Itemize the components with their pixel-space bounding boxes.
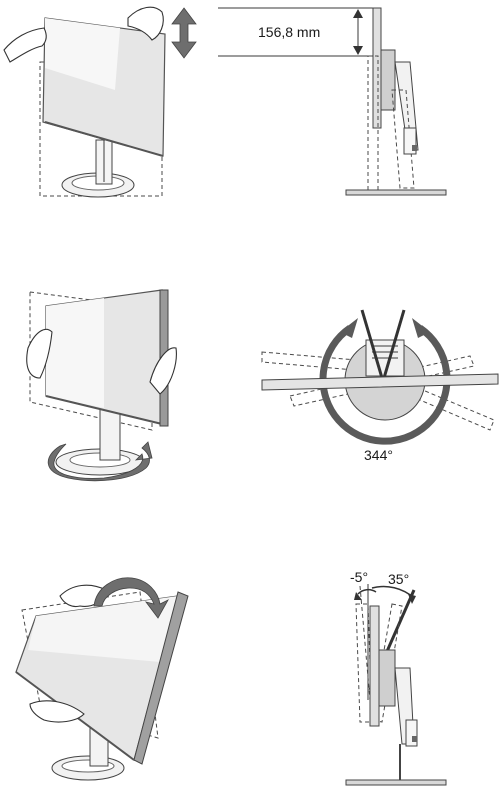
swivel-arrow-icon (47, 441, 153, 482)
swivel-angle-label: 344° (364, 447, 393, 463)
tilt-front-view (15, 577, 189, 781)
height-adjust-side-view: 156,8 mm (218, 7, 447, 196)
up-down-arrow-icon (171, 7, 197, 59)
tilt-back-label: -5° (350, 569, 368, 585)
tilt-side-view: -5° 35° (345, 569, 447, 786)
tilt-forward-label: 35° (388, 571, 409, 587)
swivel-front-view (26, 289, 177, 482)
height-adjust-front-view (3, 6, 197, 198)
tilt-arrow-icon (93, 577, 169, 619)
swivel-top-view: 344° (261, 309, 499, 463)
height-range-label: 156,8 mm (258, 24, 320, 40)
